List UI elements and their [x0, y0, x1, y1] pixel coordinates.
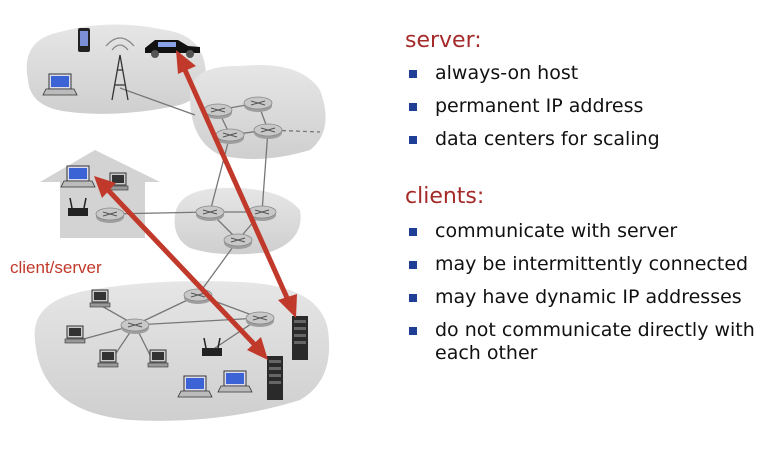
phone-icon — [78, 28, 90, 52]
list-item: permanent IP address — [405, 95, 765, 118]
core-cloud — [174, 187, 301, 255]
clients-heading: clients: — [405, 184, 485, 209]
network-diagram — [26, 24, 330, 421]
router-icon — [253, 123, 283, 140]
router-icon — [215, 128, 245, 145]
access-point-icon — [68, 197, 88, 216]
desktop-icon — [89, 289, 111, 308]
access-point-icon — [202, 337, 222, 356]
cell-tower-icon — [105, 37, 135, 101]
bullet-text: communicate with server — [435, 220, 678, 242]
router-icon — [243, 96, 273, 113]
list-item: may have dynamic IP addresses — [405, 286, 765, 309]
client-server-arrow — [94, 176, 268, 360]
client-server-arrow — [176, 50, 297, 318]
desktop-icon — [64, 325, 86, 344]
bullet-square-icon — [409, 261, 417, 269]
list-item: data centers for scaling — [405, 128, 765, 151]
server-heading: server: — [405, 28, 482, 53]
bullet-square-icon — [409, 228, 417, 236]
bullet-text: always-on host — [435, 62, 579, 84]
client-server-label: client/server — [10, 258, 102, 277]
bullet-text: do not communicate directly with each ot… — [435, 319, 755, 364]
bullet-text: may have dynamic IP addresses — [435, 286, 742, 308]
router-icon — [245, 311, 275, 328]
bullet-text: permanent IP address — [435, 95, 644, 117]
clients-bullet-list: communicate with server may be intermitt… — [405, 220, 765, 375]
bullet-text: data centers for scaling — [435, 128, 660, 150]
list-item: do not communicate directly with each ot… — [405, 319, 765, 365]
bullet-square-icon — [409, 327, 417, 335]
bullet-square-icon — [409, 294, 417, 302]
desktop-icon — [147, 349, 169, 368]
desktop-icon — [97, 349, 119, 368]
car-icon — [145, 40, 200, 58]
router-icon — [120, 318, 150, 335]
server-bullet-list: always-on host permanent IP address data… — [405, 62, 765, 161]
list-item: communicate with server — [405, 220, 765, 243]
bullet-square-icon — [409, 103, 417, 111]
router-icon — [95, 207, 125, 224]
router-icon — [195, 205, 225, 222]
bullet-square-icon — [409, 136, 417, 144]
list-item: always-on host — [405, 62, 765, 85]
bullet-square-icon — [409, 70, 417, 78]
server-icon — [292, 316, 308, 360]
router-icon — [223, 233, 253, 250]
server-icon — [267, 356, 283, 400]
list-item: may be intermittently connected — [405, 253, 765, 276]
text-panel: server: always-on host permanent IP addr… — [405, 0, 770, 455]
bullet-text: may be intermittently connected — [435, 253, 749, 275]
